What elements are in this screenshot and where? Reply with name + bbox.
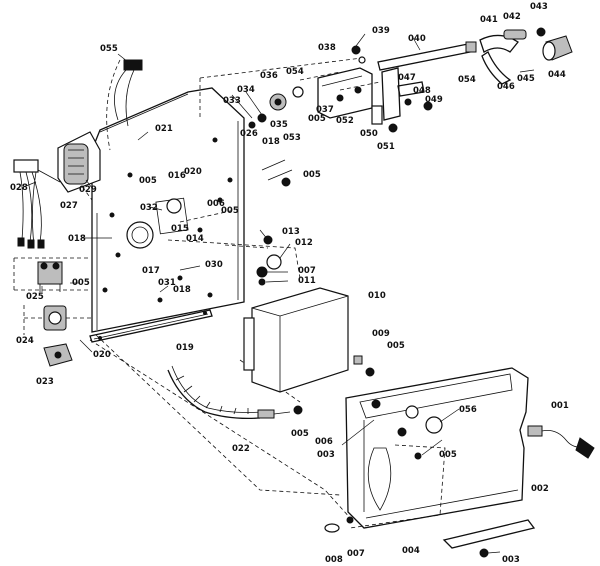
relay-024 [43,305,67,331]
callout-054-upper: 054 [286,67,304,77]
callout-003-panel: 003 [317,450,335,460]
callout-032: 032 [140,203,158,213]
callout-014: 014 [186,234,204,244]
callout-045: 045 [517,74,535,84]
callout-006-panel: 006 [315,437,333,447]
callout-005-cord: 005 [291,429,309,439]
callout-labels: 055 021 028 029 027 018 025 005 024 023 … [10,2,569,565]
callout-005-bracket: 005 [303,170,321,180]
callout-047: 047 [398,73,416,83]
callout-011: 011 [298,276,316,286]
callout-005-box: 005 [387,341,405,351]
callout-017: 017 [142,266,160,276]
motor-hardware [248,86,304,286]
callout-041: 041 [480,15,498,25]
callout-021: 021 [155,124,173,134]
hardware-009 [353,355,375,377]
callout-020-lower: 020 [93,350,111,360]
bottom-strap [89,309,213,343]
callout-051: 051 [377,142,395,152]
callout-043: 043 [530,2,548,12]
callout-020-upper: 020 [184,167,202,177]
callout-044: 044 [548,70,566,80]
callout-018-left: 018 [68,234,86,244]
callout-054-right: 054 [458,75,476,85]
callout-031: 031 [158,278,176,288]
callout-040: 040 [408,34,426,44]
callout-005-side: 005 [221,206,239,216]
callout-028: 028 [10,183,28,193]
cable-055 [114,59,143,127]
callout-018-motor: 018 [262,137,280,147]
foot-bracket-002 [442,519,536,558]
callout-053: 053 [283,133,301,143]
callout-036: 036 [260,71,278,81]
front-panel-004 [345,367,529,529]
callout-029: 029 [79,185,97,195]
callout-025: 025 [26,292,44,302]
switch-023 [43,343,73,367]
callout-006-chassis: 006 [207,199,225,209]
harness-028 [13,159,61,249]
callout-004: 004 [402,546,420,556]
callout-008: 008 [325,555,343,565]
rod-040 [377,41,477,71]
cord-022 [167,365,303,420]
knob-044 [542,35,573,61]
power-cord-001 [527,425,595,459]
callout-010: 010 [368,291,386,301]
bracket-047 [351,45,433,121]
callout-049: 049 [425,95,443,105]
callout-013: 013 [282,227,300,237]
callout-024: 024 [16,336,34,346]
leader-lines [25,33,535,554]
callout-015: 015 [171,224,189,234]
washer-008 [324,516,354,533]
callout-018-strap: 018 [173,285,191,295]
callout-005-relay: 005 [72,278,90,288]
lever-041 [479,27,546,85]
callout-007-upper: 007 [298,266,316,276]
callout-039: 039 [372,26,390,36]
relay-025 [37,261,63,292]
callout-002: 002 [531,484,549,494]
callout-034: 034 [237,85,255,95]
callout-052: 052 [336,116,354,126]
callout-026: 026 [240,129,258,139]
callout-030: 030 [205,260,223,270]
callout-007-lower: 007 [347,549,365,559]
callout-037: 037 [316,105,334,115]
callout-027: 027 [60,201,78,211]
callout-042: 042 [503,12,521,22]
callout-056: 056 [459,405,477,415]
callout-022: 022 [232,444,250,454]
callout-035: 035 [270,120,288,130]
callout-009: 009 [372,329,390,339]
clip-050 [371,105,398,133]
callout-005-motor: 005 [308,114,326,124]
callout-019: 019 [176,343,194,353]
callout-033: 033 [223,96,241,106]
callout-050: 050 [360,129,378,139]
callout-046: 046 [497,82,515,92]
callout-023: 023 [36,377,54,387]
callout-016: 016 [168,171,186,181]
callout-038: 038 [318,43,336,53]
transformer-027 [57,131,101,193]
control-box-010 [243,287,349,393]
callout-005-chassis: 005 [139,176,157,186]
callout-001: 001 [551,401,569,411]
callout-048: 048 [413,86,431,96]
callout-005-panel: 005 [439,450,457,460]
callout-012: 012 [295,238,313,248]
callout-003-foot: 003 [502,555,520,565]
callout-055: 055 [100,44,118,54]
